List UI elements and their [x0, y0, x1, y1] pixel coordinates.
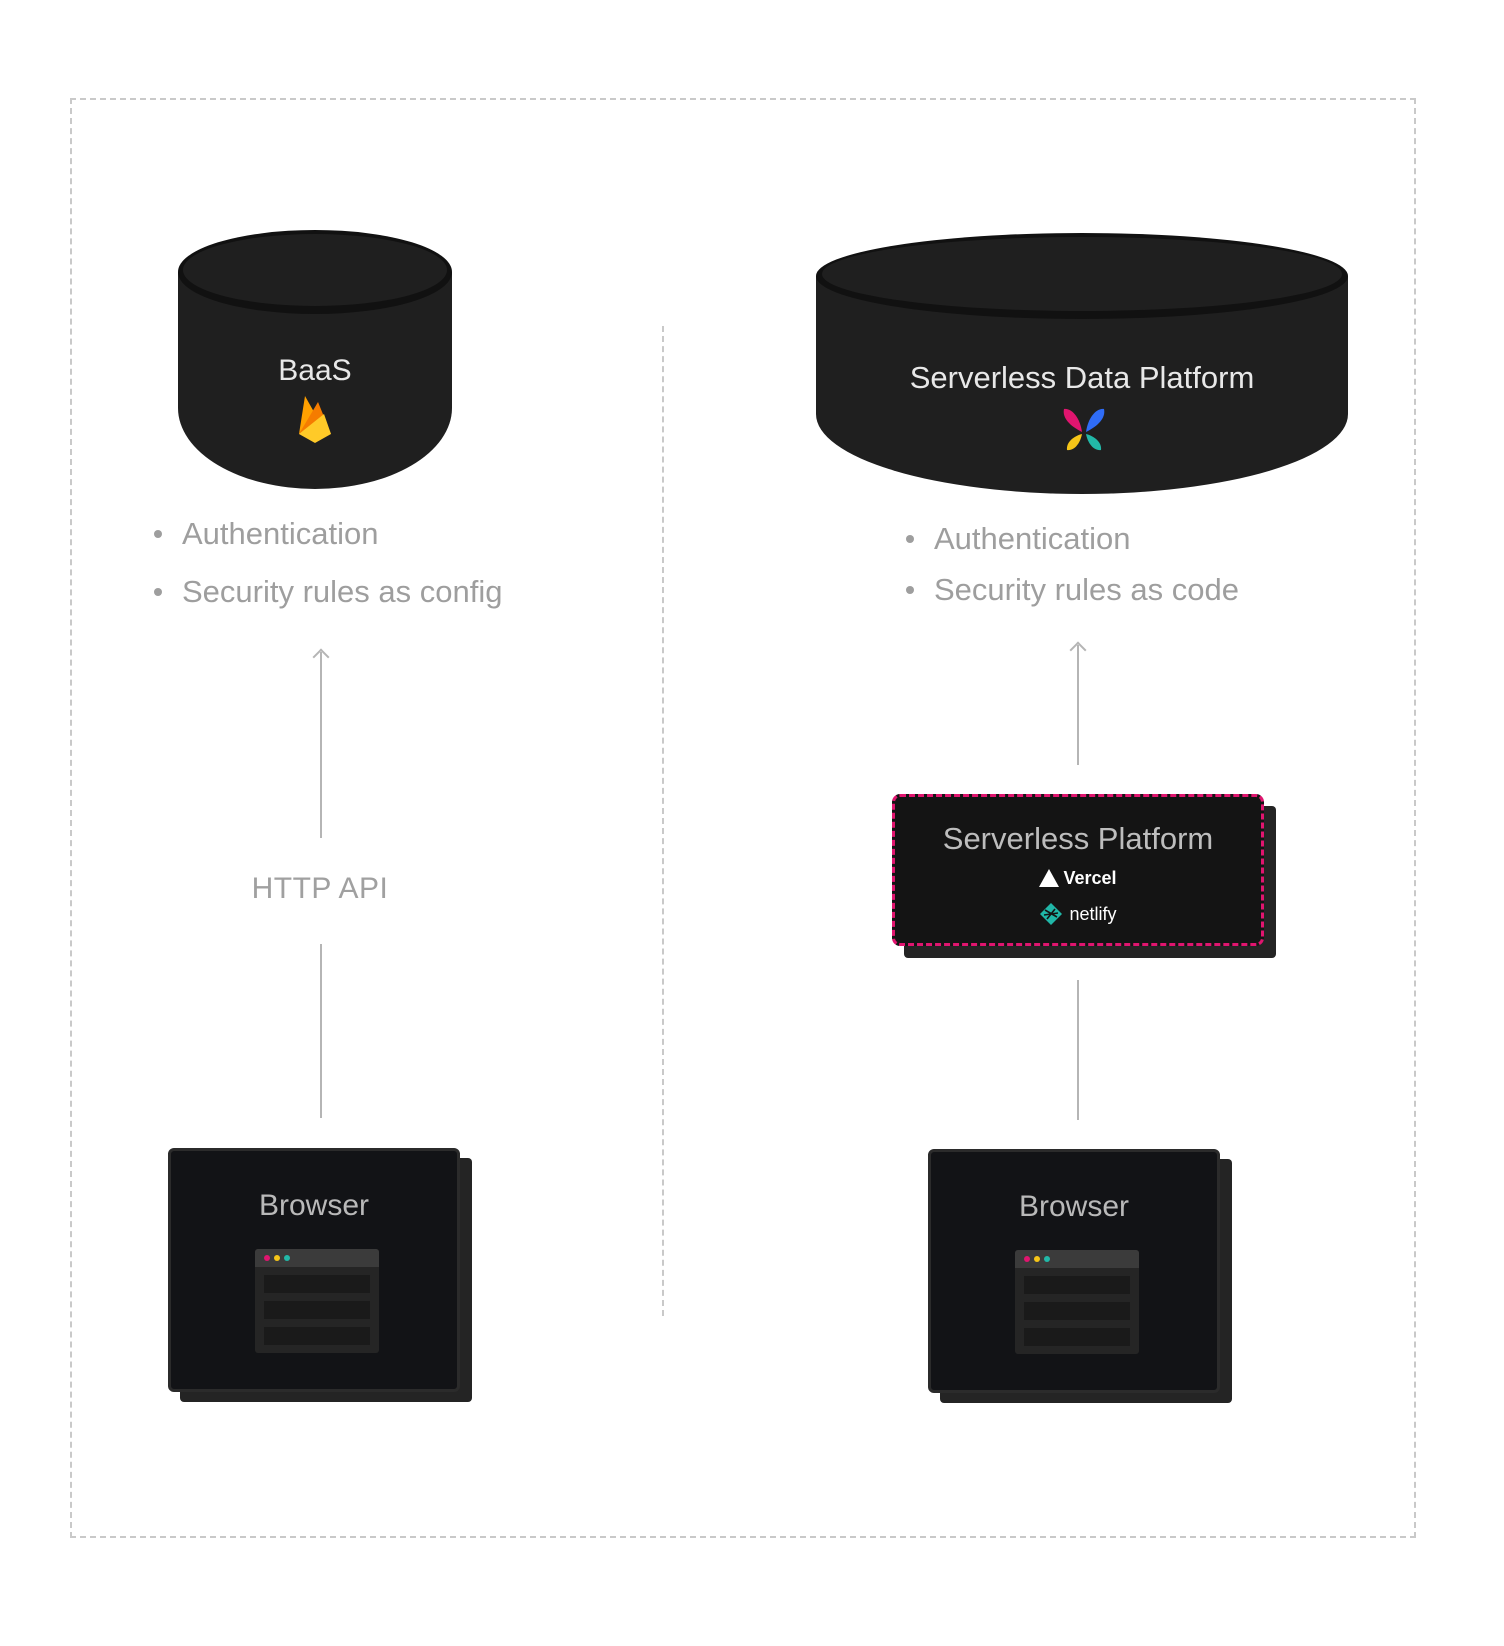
browser-window-icon	[255, 1249, 379, 1353]
browser-card: Browser	[168, 1148, 460, 1392]
browser-client-right: Browser	[928, 1149, 1232, 1403]
connector-line	[1077, 645, 1079, 765]
baas-title: BaaS	[278, 354, 352, 387]
baas-database: BaaS	[177, 228, 453, 490]
serverless-platform-node: Serverless Platform Vercel netlify	[892, 794, 1276, 958]
connector-line	[1077, 980, 1079, 1120]
browser-client-left: Browser	[168, 1148, 472, 1402]
netlify-icon	[1040, 903, 1063, 925]
vercel-label: Vercel	[1063, 867, 1117, 888]
serverless-platform-title: Serverless Platform	[942, 821, 1214, 856]
list-item: Authentication	[152, 514, 502, 554]
connector-line	[320, 944, 322, 1118]
netlify-label: netlify	[1069, 903, 1117, 924]
butterfly-logo-icon	[1063, 408, 1105, 451]
serverless-data-platform-database: Serverless Data Platform	[815, 232, 1349, 496]
firebase-icon	[299, 396, 331, 443]
connector-line	[320, 652, 322, 838]
browser-window-icon	[1015, 1250, 1139, 1354]
netlify-logo: netlify	[895, 901, 1261, 927]
sdp-title: Serverless Data Platform	[909, 360, 1255, 395]
list-item: Authentication	[904, 519, 1239, 559]
vercel-logo: Vercel	[895, 866, 1261, 890]
sdp-feature-list: Authentication Security rules as code	[904, 519, 1239, 610]
serverless-platform-card: Serverless Platform Vercel netlify	[892, 794, 1264, 946]
vercel-triangle-icon	[1039, 869, 1060, 887]
column-divider	[662, 326, 664, 1316]
http-api-label: HTTP API	[251, 872, 389, 905]
browser-title: Browser	[258, 1189, 370, 1222]
list-item: Security rules as code	[904, 570, 1239, 610]
list-item: Security rules as config	[152, 572, 502, 612]
browser-card: Browser	[928, 1149, 1220, 1393]
browser-title: Browser	[1018, 1190, 1130, 1223]
baas-feature-list: Authentication Security rules as config	[152, 514, 502, 612]
diagram-frame	[70, 98, 1416, 1538]
